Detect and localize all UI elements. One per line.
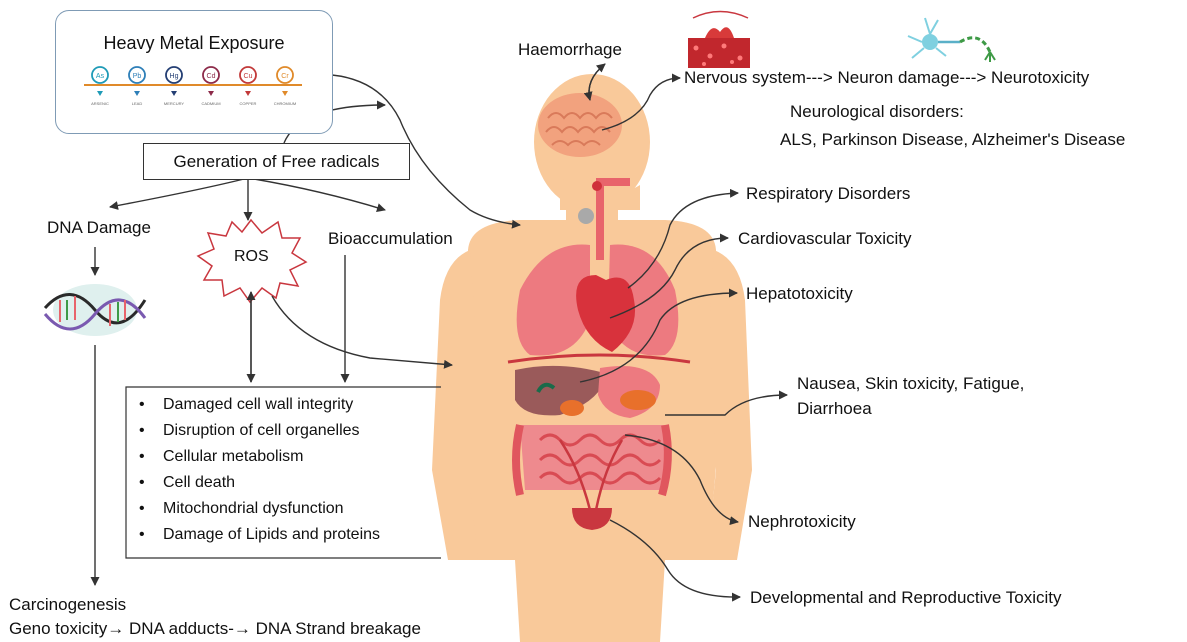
free-radicals-box: Generation of Free radicals	[143, 143, 410, 180]
nephrotoxicity-label: Nephrotoxicity	[748, 512, 856, 532]
cell-effect-item: Cell death	[131, 470, 441, 496]
cell-effect-item: Disruption of cell organelles	[131, 418, 441, 444]
neuro-disorders-list: ALS, Parkinson Disease, Alzheimer's Dise…	[780, 130, 1125, 150]
intestines-icon	[516, 425, 668, 495]
brain-icon	[538, 93, 622, 157]
metal-symbol: Cd	[207, 73, 216, 80]
developmental-label: Developmental and Reproductive Toxicity	[750, 588, 1062, 608]
metal-name: COPPER	[240, 101, 257, 106]
haemorrhage-icon	[688, 12, 750, 69]
metal-symbol: As	[96, 73, 105, 80]
metal-name: LEAD	[132, 101, 143, 106]
bioaccumulation-label: Bioaccumulation	[328, 229, 453, 249]
haemorrhage-label: Haemorrhage	[518, 40, 622, 60]
metal-name: CHROMIUM	[274, 101, 296, 106]
human-body	[432, 74, 752, 642]
metal-symbol: Hg	[170, 73, 179, 80]
cell-effect-item: Damage of Lipids and proteins	[131, 522, 441, 548]
neuron-icon	[908, 18, 995, 62]
ros-label: ROS	[234, 247, 269, 267]
cell-effect-item: Cellular metabolism	[131, 444, 441, 470]
carcinogenesis-label: Carcinogenesis	[9, 595, 126, 615]
neuro-disorders-title: Neurological disorders:	[790, 102, 964, 122]
metal-name: MERCURY	[164, 101, 184, 106]
metal-name: ARSENIC	[91, 101, 109, 106]
metal-symbol: Cu	[244, 73, 253, 80]
dna-helix-icon	[45, 284, 145, 336]
respiratory-label: Respiratory Disorders	[746, 184, 910, 204]
cell-effects-list: Damaged cell wall integrityDisruption of…	[131, 392, 441, 548]
metal-symbol: Pb	[133, 73, 142, 80]
nausea-label-line1: Nausea, Skin toxicity, Fatigue,	[797, 374, 1024, 394]
dna-damage-label: DNA Damage	[47, 218, 151, 238]
cell-effect-item: Mitochondrial dysfunction	[131, 496, 441, 522]
cardiovascular-label: Cardiovascular Toxicity	[738, 229, 912, 249]
metal-symbol: Cr	[281, 73, 289, 80]
cell-effect-item: Damaged cell wall integrity	[131, 392, 441, 418]
nervous-system-label: Nervous system---> Neuron damage---> Neu…	[684, 68, 1089, 88]
hepatotoxicity-label: Hepatotoxicity	[746, 284, 853, 304]
metal-name: CADMIUM	[201, 101, 220, 106]
genotoxicity-label: Geno toxicity→ DNA adducts-→ DNA Strand …	[9, 619, 421, 639]
nausea-label-line2: Diarrhoea	[797, 399, 872, 419]
